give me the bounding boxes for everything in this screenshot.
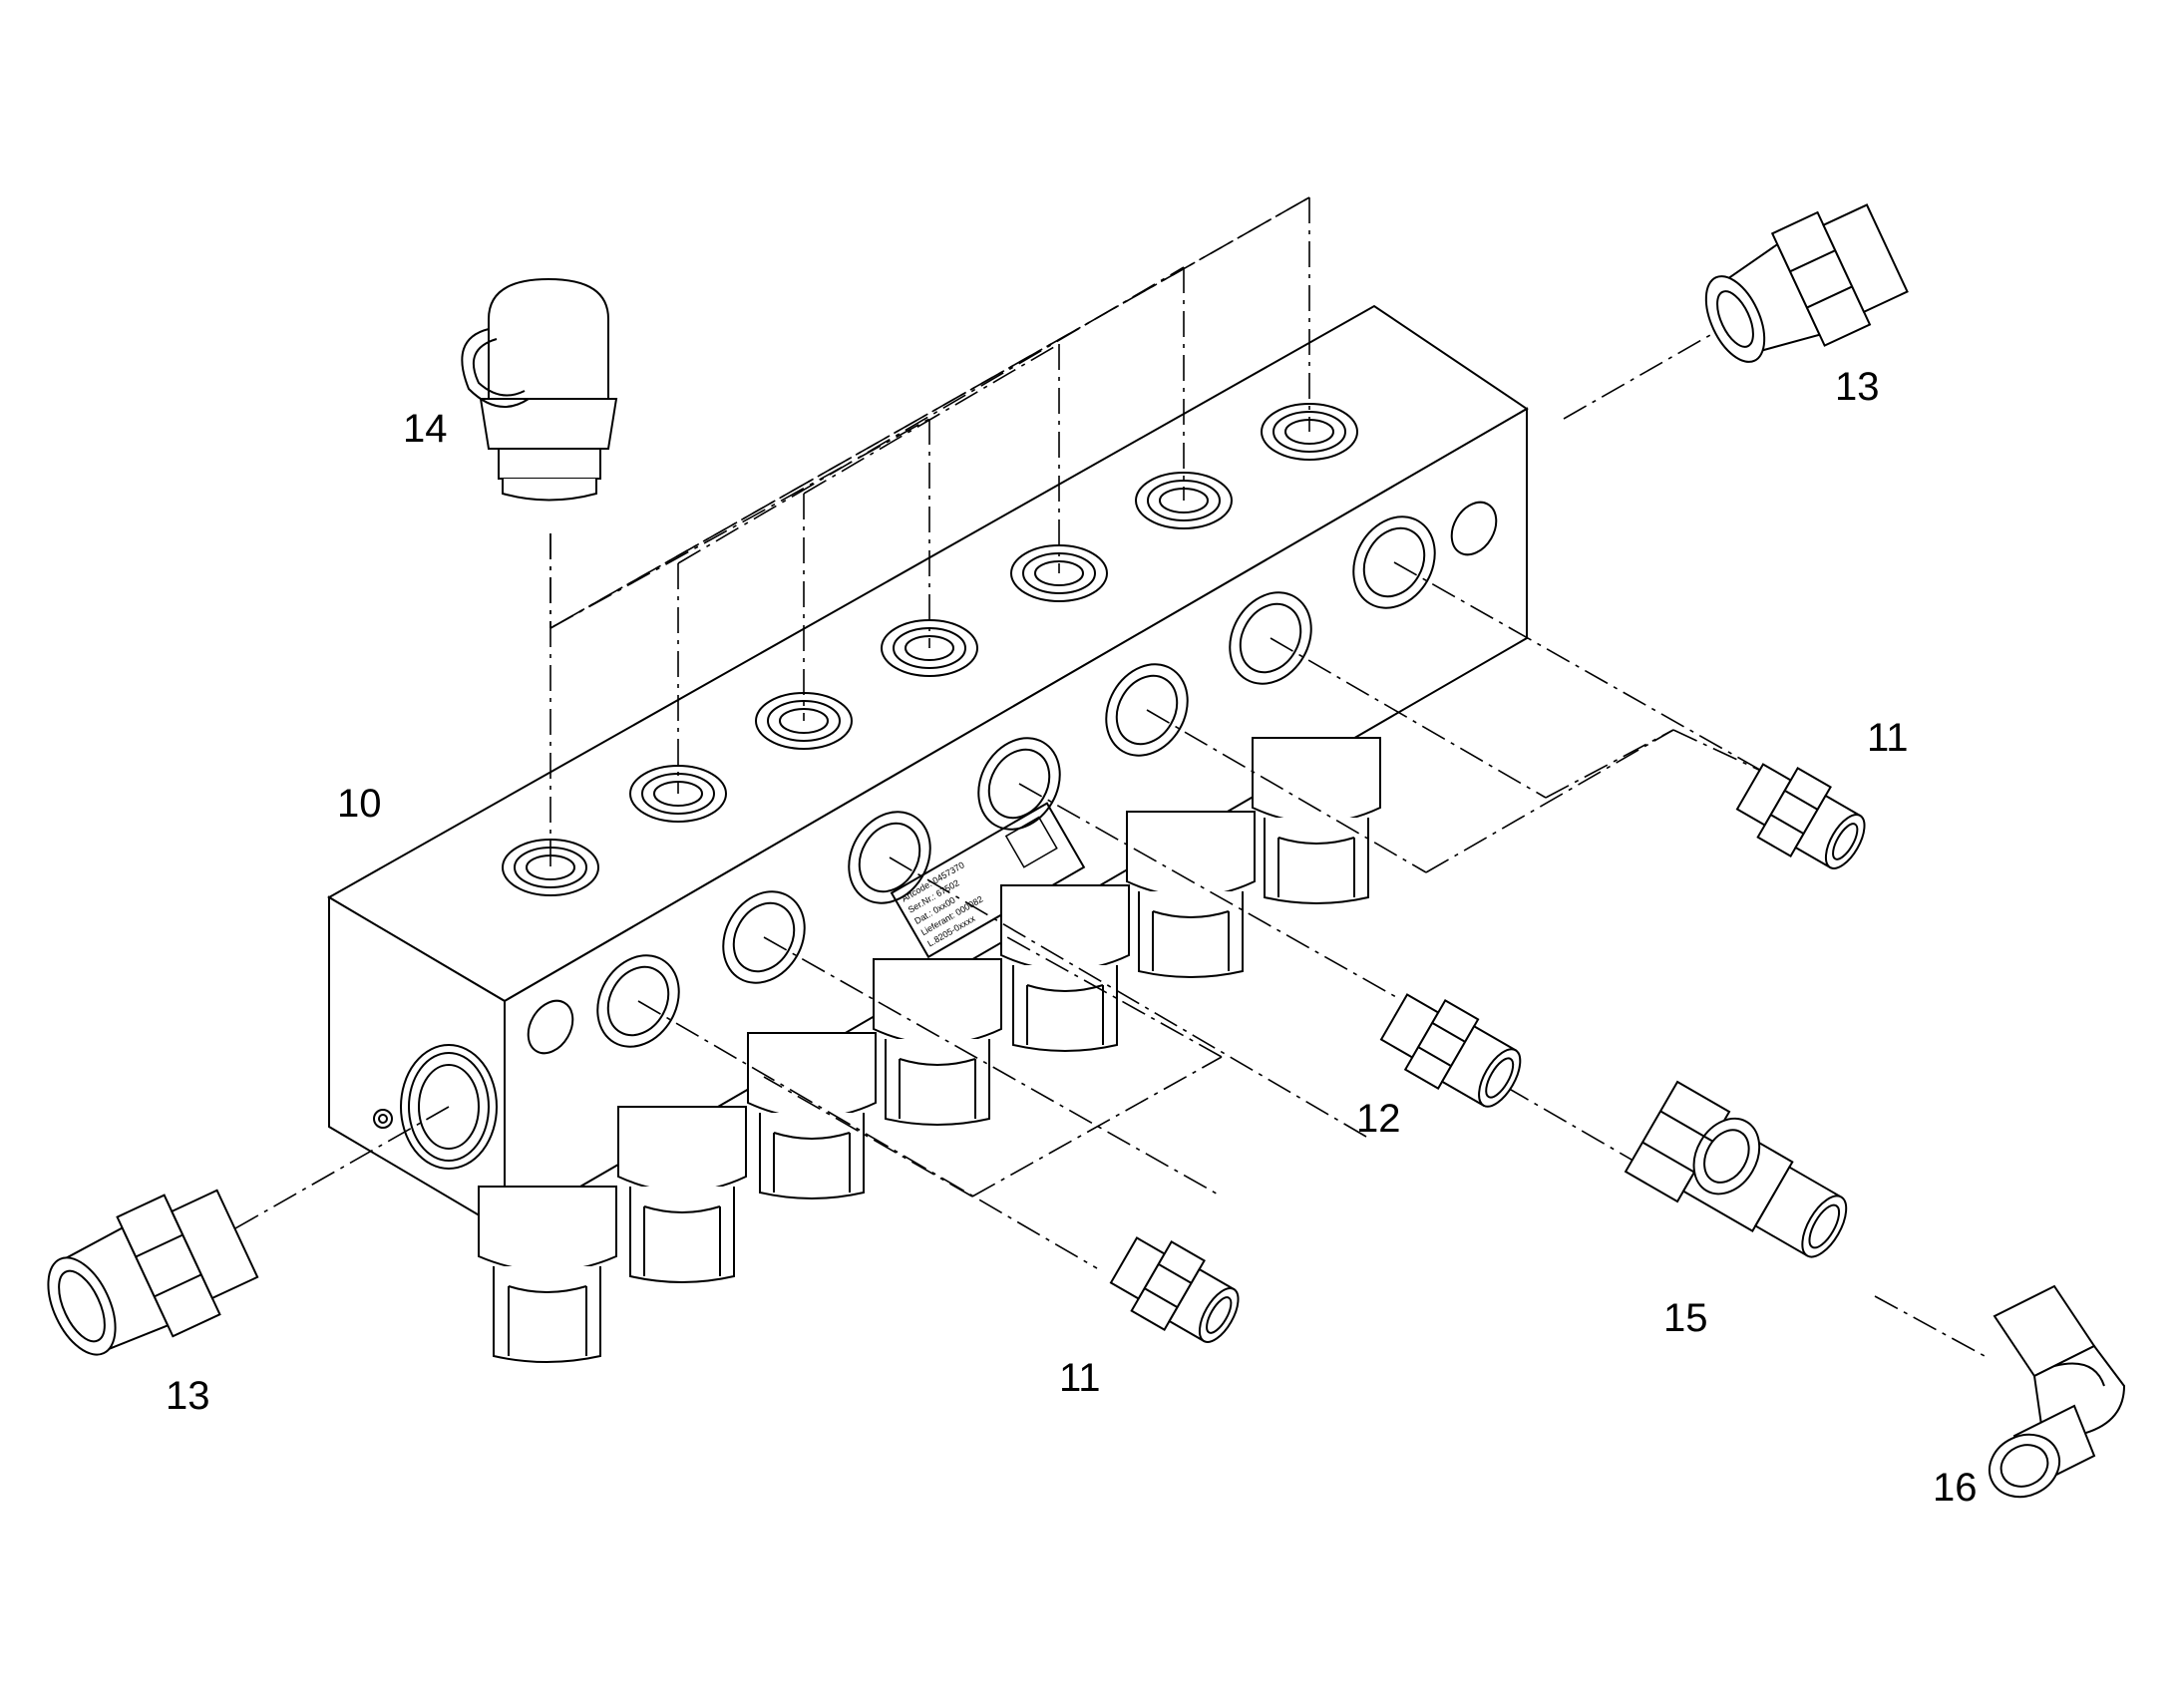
assembly-lines	[234, 196, 1986, 1357]
callout-13-left: 13	[166, 1374, 210, 1418]
callout-16: 16	[1933, 1466, 1978, 1510]
part-16-elbow	[1988, 1284, 2126, 1499]
part-12-fitting	[1379, 993, 1522, 1108]
part-11-fitting-lower	[1109, 1236, 1240, 1343]
manifold-block: Artcode: 0457370 Ser.Nr.: 67502 Dat.: 0x…	[327, 304, 1529, 1232]
valve-cartridges	[478, 737, 1381, 1363]
callout-10: 10	[337, 782, 382, 826]
part-15-swivel	[1624, 1080, 1848, 1258]
front-ports	[527, 501, 1498, 1055]
callout-15: 15	[1663, 1296, 1708, 1340]
part-13-fitting-left	[47, 1189, 259, 1356]
callout-14: 14	[403, 407, 448, 451]
callout-11-upper: 11	[1867, 716, 1909, 760]
end-port	[400, 1044, 498, 1170]
callout-12: 12	[1356, 1097, 1401, 1141]
part-11-fitting-upper	[1735, 763, 1866, 869]
callout-13-right: 13	[1835, 365, 1880, 409]
callout-11-lower: 11	[1059, 1356, 1101, 1400]
part-14-plug	[461, 277, 618, 502]
top-ports	[502, 403, 1358, 896]
part-13-fitting-right	[1704, 203, 1909, 363]
